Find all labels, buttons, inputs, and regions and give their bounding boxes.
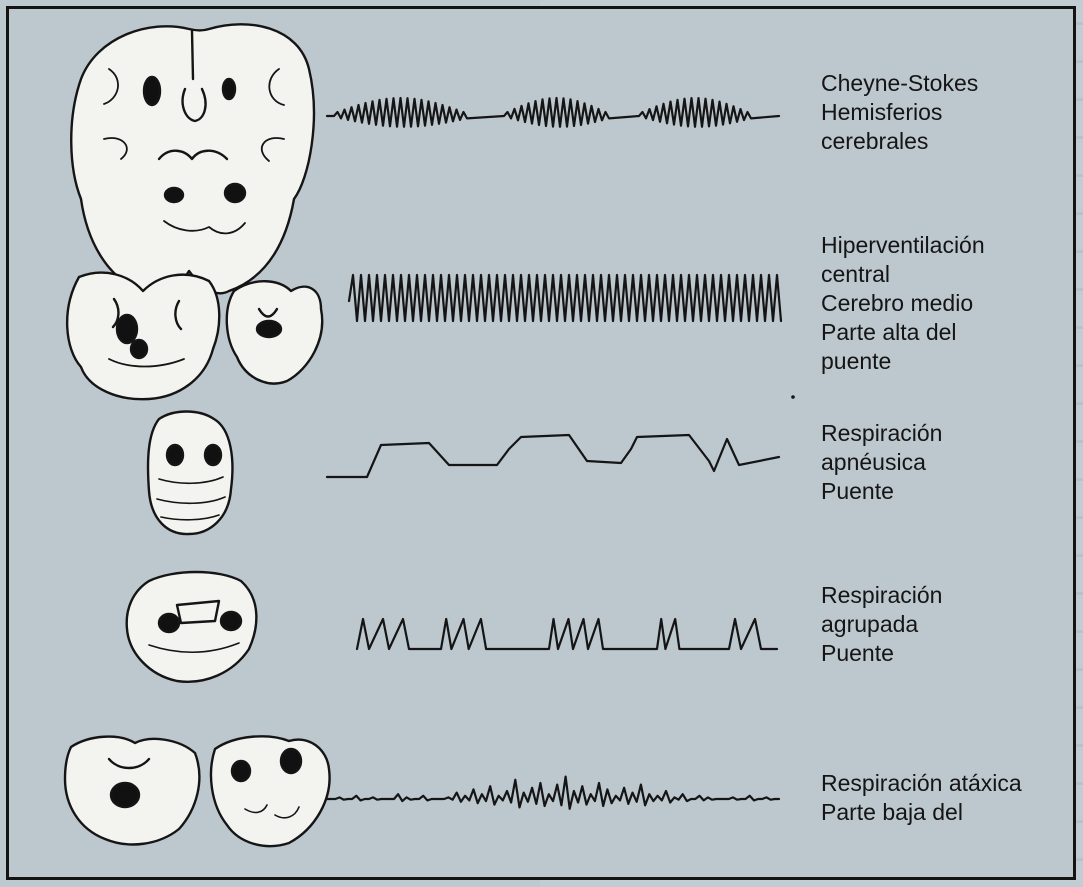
label-line: Hemisferios — [821, 98, 978, 127]
label-line: central — [821, 260, 985, 289]
ataxic-trace — [327, 777, 779, 809]
label-apneustic: Respiración apnéusica Puente — [821, 419, 942, 506]
label-line: Parte alta del — [821, 318, 985, 347]
label-line: Respiración — [821, 581, 942, 610]
breathing-traces — [327, 98, 781, 809]
label-line: puente — [821, 347, 985, 376]
label-line: Puente — [821, 477, 942, 506]
medulla-section-illustrations — [65, 736, 330, 846]
label-cluster: Respiración agrupada Puente — [821, 581, 942, 668]
label-line: cerebrales — [821, 127, 978, 156]
cheyne-stokes-trace — [327, 98, 779, 127]
apneustic-trace — [327, 435, 779, 477]
cluster-trace — [357, 619, 777, 649]
label-ataxic: Respiración atáxica Parte baja del — [821, 769, 1022, 827]
hyperventilation-trace — [349, 275, 781, 321]
label-line: Hiperventilación — [821, 231, 985, 260]
label-line: Respiración — [821, 419, 942, 448]
lower-pons-section-illustration — [127, 572, 257, 682]
label-line: Cheyne-Stokes — [821, 69, 978, 98]
figure-frame: Cheyne-Stokes Hemisferios cerebrales Hip… — [6, 6, 1076, 880]
label-line: apnéusica — [821, 448, 942, 477]
pons-section-illustration — [148, 412, 232, 535]
label-central-hyperventilation: Hiperventilación central Cerebro medio P… — [821, 231, 985, 376]
label-line: Parte baja del — [821, 798, 1022, 827]
label-cheyne-stokes: Cheyne-Stokes Hemisferios cerebrales — [821, 69, 978, 156]
label-line: Puente — [821, 639, 942, 668]
label-line: agrupada — [821, 610, 942, 639]
brain-coronal-illustration — [71, 24, 314, 295]
midbrain-section-illustrations — [67, 273, 322, 400]
label-line: Respiración atáxica — [821, 769, 1022, 798]
label-line: Cerebro medio — [821, 289, 985, 318]
